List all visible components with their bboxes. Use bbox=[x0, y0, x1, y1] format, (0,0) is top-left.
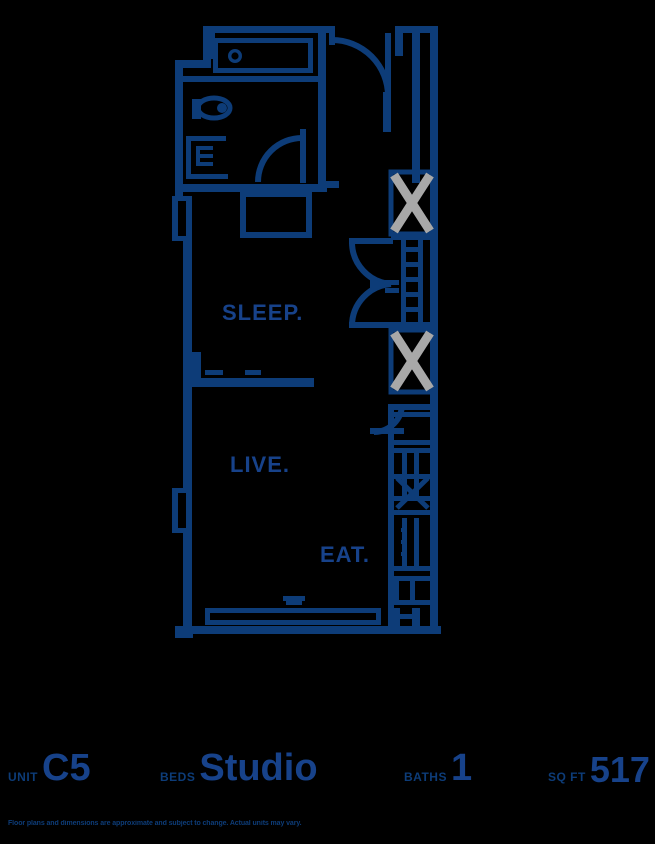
stat-beds-label: BEDS bbox=[160, 770, 196, 784]
room-label-live: LIVE. bbox=[230, 452, 290, 477]
stat-sqft: SQ FT 517 bbox=[548, 748, 650, 790]
stat-sqft-label: SQ FT bbox=[548, 770, 586, 784]
stat-beds-value: Studio bbox=[199, 747, 318, 790]
room-label-sleep: SLEEP. bbox=[222, 300, 303, 325]
stat-baths: BATHS 1 bbox=[404, 747, 473, 790]
room-label-eat: EAT. bbox=[320, 542, 370, 567]
window-bottom bbox=[205, 596, 420, 634]
door-marker bbox=[370, 277, 386, 293]
stat-unit-label: UNIT bbox=[8, 770, 38, 784]
kitchen bbox=[370, 403, 432, 628]
sleep-divider bbox=[192, 370, 314, 387]
floor-plan-drawing: SLEEP. LIVE. EAT. bbox=[172, 26, 441, 638]
storage-closet bbox=[388, 327, 436, 395]
stat-baths-value: 1 bbox=[450, 747, 473, 790]
stat-unit-value: C5 bbox=[42, 747, 91, 790]
bathroom bbox=[183, 33, 327, 238]
unit-stats-bar: UNIT C5 BEDS Studio BATHS 1 SQ FT 517 bbox=[0, 714, 655, 790]
disclaimer-text: Floor plans and dimensions are approxima… bbox=[8, 820, 302, 827]
stacked-washer-dryer bbox=[391, 234, 433, 328]
stat-unit: UNIT C5 bbox=[8, 747, 91, 790]
entry bbox=[325, 33, 391, 188]
stat-sqft-value: 517 bbox=[589, 748, 650, 790]
stat-beds: BEDS Studio bbox=[160, 747, 318, 790]
range-icon bbox=[394, 474, 430, 515]
stat-baths-label: BATHS bbox=[404, 770, 447, 784]
